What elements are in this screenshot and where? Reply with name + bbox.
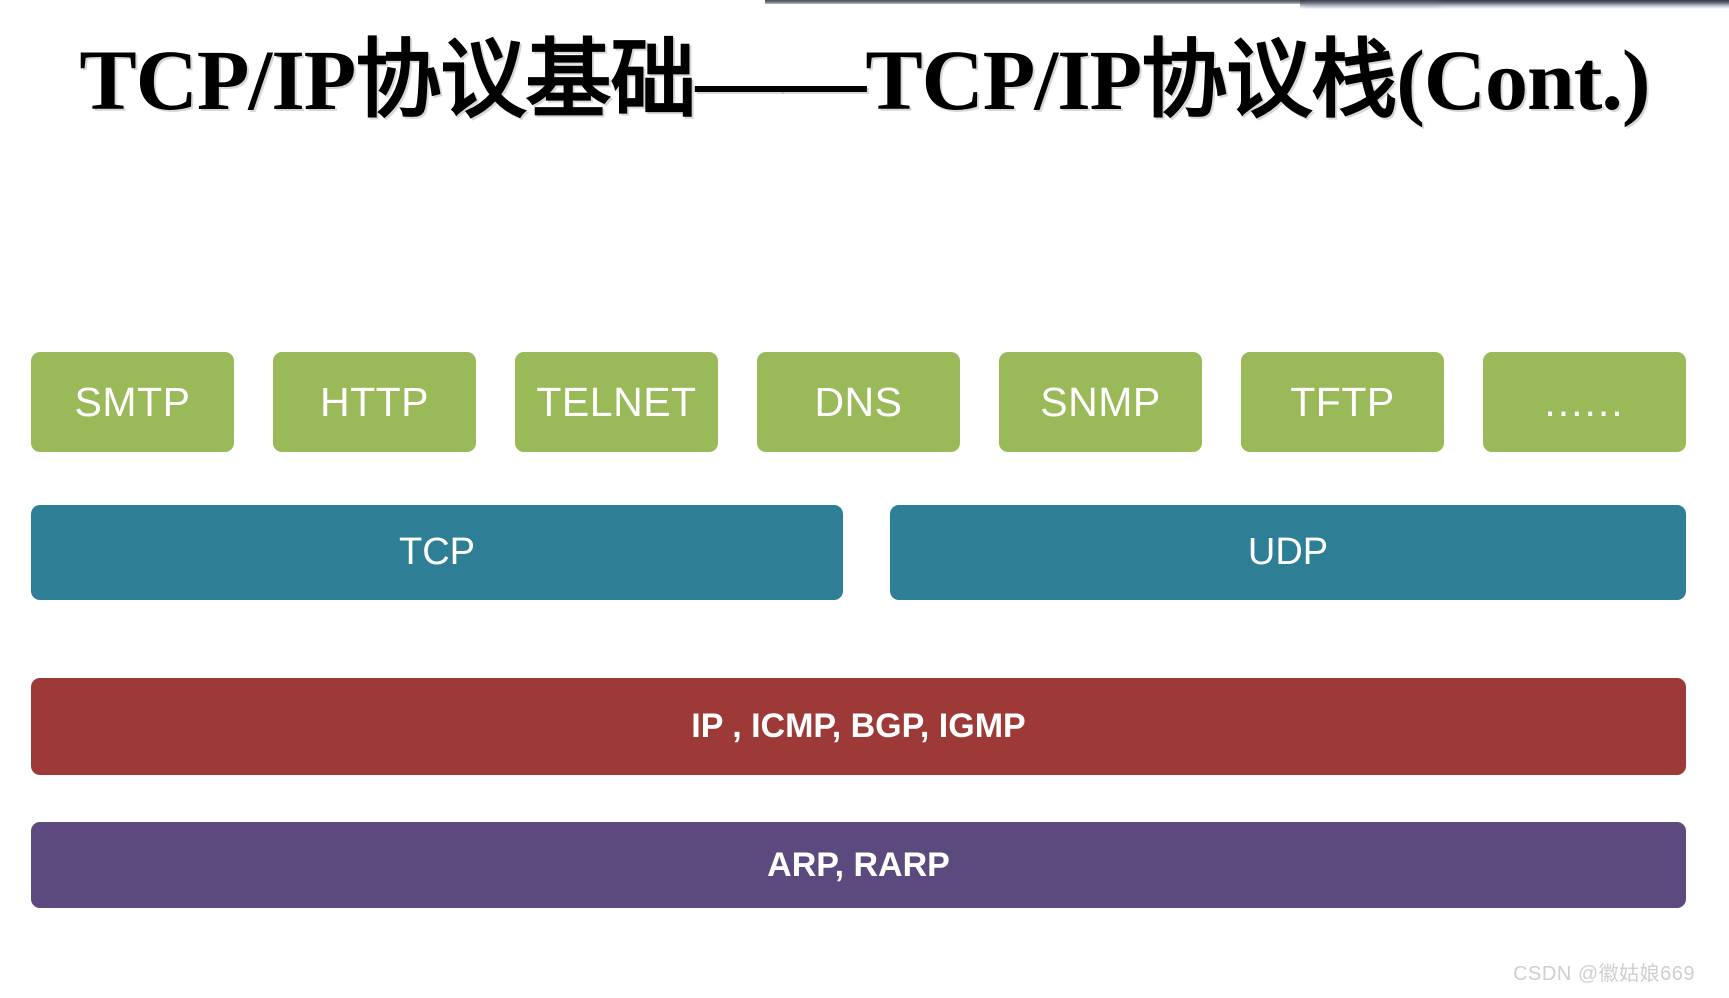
transport-layer-gap bbox=[843, 505, 890, 600]
protocol-box-tftp[interactable]: TFTP bbox=[1241, 352, 1444, 452]
chrome-segment-left bbox=[765, 0, 1729, 4]
protocol-box-http[interactable]: HTTP bbox=[273, 352, 476, 452]
protocol-box-ellipsis[interactable]: ...... bbox=[1483, 352, 1686, 452]
protocol-box-internet[interactable]: IP , ICMP, BGP, IGMP bbox=[31, 678, 1686, 775]
protocol-box-dns[interactable]: DNS bbox=[757, 352, 960, 452]
link-layer-row: ARP, RARP bbox=[31, 822, 1686, 908]
chrome-segment-right bbox=[1300, 0, 1729, 9]
protocol-box-telnet[interactable]: TELNET bbox=[515, 352, 718, 452]
protocol-box-label: TCP bbox=[399, 531, 475, 573]
protocol-box-label: IP , ICMP, BGP, IGMP bbox=[691, 707, 1026, 745]
protocol-box-smtp[interactable]: SMTP bbox=[31, 352, 234, 452]
application-layer-row: SMTP HTTP TELNET DNS SNMP TFTP ...... bbox=[31, 352, 1686, 452]
protocol-box-label: TELNET bbox=[536, 378, 697, 425]
protocol-box-label: TFTP bbox=[1290, 378, 1395, 425]
protocol-box-label: ARP, RARP bbox=[767, 845, 950, 884]
window-chrome-strip bbox=[0, 0, 1729, 9]
protocol-box-label: SNMP bbox=[1040, 378, 1161, 425]
chrome-segment-blur bbox=[1305, 1, 1440, 8]
protocol-box-label: DNS bbox=[814, 378, 903, 425]
protocol-box-label: SMTP bbox=[74, 378, 191, 425]
protocol-box-tcp[interactable]: TCP bbox=[31, 505, 843, 600]
protocol-box-label: HTTP bbox=[319, 378, 430, 425]
transport-layer-row: TCP UDP bbox=[31, 505, 1686, 600]
protocol-box-snmp[interactable]: SNMP bbox=[999, 352, 1202, 452]
slide-title: TCP/IP协议基础——TCP/IP协议栈(Cont.) bbox=[79, 32, 1650, 128]
watermark: CSDN @徽姑娘669 bbox=[1513, 963, 1695, 985]
protocol-box-label: ...... bbox=[1544, 378, 1625, 425]
protocol-box-udp[interactable]: UDP bbox=[890, 505, 1686, 600]
internet-layer-row: IP , ICMP, BGP, IGMP bbox=[31, 678, 1686, 775]
protocol-box-link[interactable]: ARP, RARP bbox=[31, 822, 1686, 908]
protocol-box-label: UDP bbox=[1247, 531, 1329, 573]
